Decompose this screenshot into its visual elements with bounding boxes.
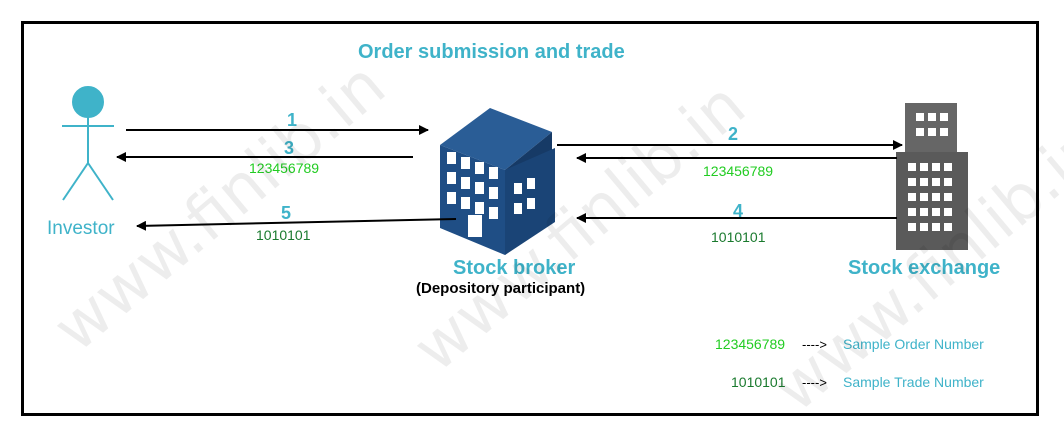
diagram-frame xyxy=(21,21,1039,416)
order-number-label: 123456789 xyxy=(249,160,320,176)
arrow-step-5 xyxy=(136,218,457,231)
stock-broker-building-icon xyxy=(440,108,555,255)
stock-broker-label: Stock broker xyxy=(453,257,576,279)
legend-order-value: 123456789 xyxy=(715,336,786,352)
legend-order-description: Sample Order Number xyxy=(843,336,984,352)
diagram-title: Order submission and trade xyxy=(358,41,625,63)
investor-label: Investor xyxy=(47,218,115,239)
stock-exchange-label: Stock exchange xyxy=(848,257,1001,279)
legend-order-separator: ----> xyxy=(802,337,827,352)
legend-trade-separator: ----> xyxy=(802,375,827,390)
step-4-label: 4 xyxy=(733,201,744,221)
investor-icon xyxy=(62,86,114,201)
trade-number-label: 1010101 xyxy=(256,227,311,243)
step-1-label: 1 xyxy=(287,110,298,130)
step-3-label: 3 xyxy=(284,138,295,158)
step-2-label: 2 xyxy=(728,124,739,144)
legend-trade-value: 1010101 xyxy=(731,374,786,390)
stock-exchange-building-icon xyxy=(896,103,968,250)
order-number-label-exchange: 123456789 xyxy=(703,163,774,179)
legend-trade-description: Sample Trade Number xyxy=(843,374,984,390)
trade-number-label-exchange: 1010101 xyxy=(711,229,766,245)
depository-participant-label: (Depository participant) xyxy=(416,280,586,297)
step-5-label: 5 xyxy=(281,203,292,223)
